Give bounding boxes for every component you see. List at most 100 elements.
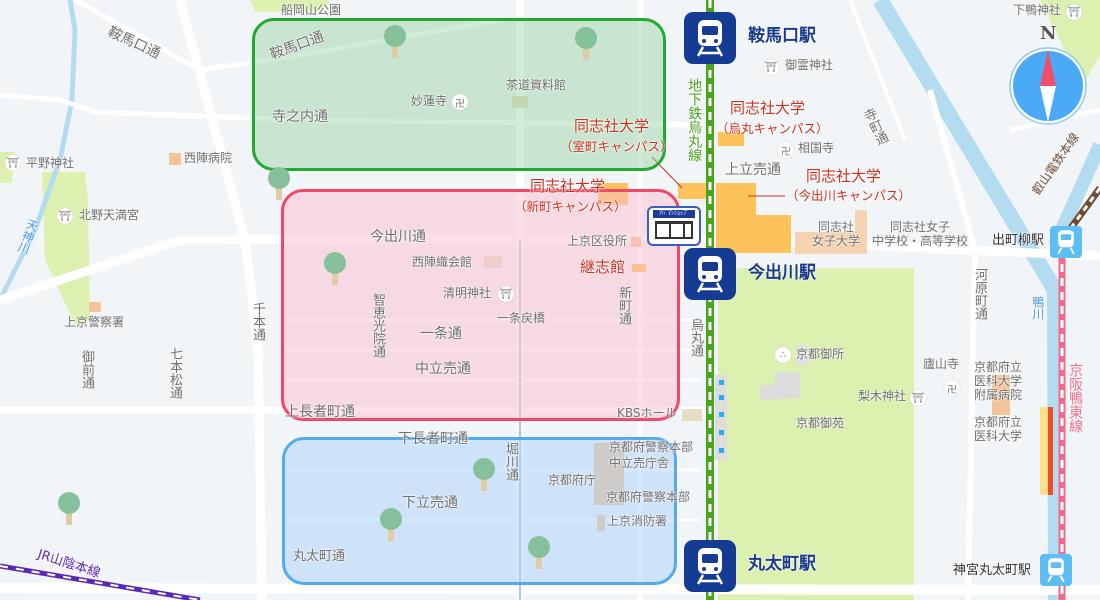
keishikan-label[interactable]: 継志館 [580, 258, 626, 276]
place-kbs-hall[interactable]: KBSホール [617, 406, 677, 420]
river-label-kamo: 鴨川 [1030, 296, 1045, 320]
place-funaokayama[interactable]: 船岡山公園 [281, 3, 342, 17]
place-seimei[interactable]: 清明神社 [443, 286, 492, 300]
kpum-hosp-line3: 附属病院 [974, 387, 1023, 402]
street-shinmachi: 新町通 [615, 286, 631, 325]
torii-icon: ⛩ [910, 390, 926, 406]
station-icon-demachiyanagi[interactable] [1050, 226, 1082, 258]
station-icon-imadegawa[interactable] [684, 248, 736, 300]
temple-icon: 卍 [778, 142, 794, 158]
street-kawaramachi: 河原町通 [971, 268, 987, 320]
place-shokokuji[interactable]: 相国寺 [798, 141, 835, 155]
street-chiekoin: 智恵光院通 [369, 293, 385, 358]
place-nishijin-hospital[interactable]: 西陣病院 [184, 151, 233, 165]
tree-icon [268, 167, 290, 200]
doshisha-karasuma-name[interactable]: 同志社大学 [730, 99, 806, 117]
station-icon-jingu-marutamachi[interactable] [1040, 554, 1072, 586]
station-label-imadegawa[interactable]: 今出川駅 [748, 263, 816, 283]
place-goryo[interactable]: 御霊神社 [785, 58, 834, 72]
doshisha-muromachi-name[interactable]: 同志社大学 [574, 117, 650, 135]
street-nakadachiuri: 中立売通 [415, 361, 471, 377]
place-kpum[interactable]: 京都府立医科大学 [974, 415, 1023, 444]
place-nakadachiuri-annex[interactable]: 中立売庁舎 [609, 456, 670, 470]
region-red[interactable] [281, 189, 680, 421]
place-fire-station[interactable]: 上京消防署 [607, 514, 668, 528]
shop-icon[interactable]: ｱﾊﾟﾏﾝｼｮｯﾌﾟ [647, 206, 701, 246]
place-kamigyo-ward[interactable]: 上京区役所 [567, 234, 628, 248]
doshisha-muromachi-campus[interactable]: （室町キャンパス） [560, 139, 673, 154]
station-label-marutamachi[interactable]: 丸太町駅 [748, 554, 816, 574]
street-shimodachiuri: 下立売通 [402, 495, 458, 511]
doshisha-imadegawa-name[interactable]: 同志社大学 [806, 167, 882, 185]
doshisha-shinmachi-name[interactable]: 同志社大学 [530, 177, 606, 195]
tree-icon [528, 536, 550, 569]
place-dwu-line1: 同志社 [818, 220, 855, 234]
tree-icon [575, 27, 597, 60]
tree-icon [473, 458, 495, 491]
station-label-jingu-marutamachi[interactable]: 神宮丸太町駅 [953, 563, 1032, 578]
place-dwhs-line2: 中学校・高等学校 [872, 233, 969, 248]
place-gosho[interactable]: 京都御所 [796, 347, 845, 361]
street-shichihonmatsu: 七本松通 [166, 347, 182, 399]
station-label-kuramaguchi[interactable]: 鞍馬口駅 [748, 26, 816, 46]
doshisha-imadegawa-campus[interactable]: （今出川キャンパス） [786, 188, 912, 203]
street-shimochojamachi: 下長者町通 [398, 431, 468, 447]
place-kamigyo-police[interactable]: 上京警察署 [64, 315, 125, 329]
place-hirano[interactable]: 平野神社 [26, 156, 75, 170]
kpum-line1: 京都府立 [974, 415, 1023, 429]
doshisha-karasuma-campus[interactable]: （烏丸キャンパス） [716, 121, 829, 136]
place-ichijo-modori[interactable]: 一条戻橋 [497, 311, 546, 325]
line-label-keihan: 京阪鴨東線 [1067, 363, 1084, 433]
place-dwhs-line1: 同志社女子 [890, 220, 951, 234]
river-kamo [873, 0, 1064, 600]
street-kamidachiuri: 上立売通 [725, 162, 781, 178]
place-dwu-line2: 女子大学 [812, 233, 861, 248]
park-shimogamo [1040, 0, 1100, 90]
station-icon-marutamachi[interactable] [684, 540, 736, 592]
torii-icon: ⛩ [57, 208, 73, 224]
street-horikawa: 堀川通 [502, 442, 518, 481]
temple-icon: 卍 [944, 380, 960, 396]
street-karasuma: 烏丸通 [687, 318, 703, 357]
place-nishijin-ori[interactable]: 西陣織会館 [412, 255, 473, 269]
place-kitano[interactable]: 北野天満宮 [79, 208, 140, 222]
place-doshisha-womens-school[interactable]: 同志社女子中学校・高等学校 [872, 220, 969, 249]
imperial-crest-icon: ∴ [775, 347, 791, 363]
park-kitano [42, 172, 90, 325]
street-senbon: 千本通 [249, 302, 265, 341]
place-gyoen[interactable]: 京都御苑 [796, 416, 845, 430]
shop-sign: ｱﾊﾟﾏﾝｼｮｯﾌﾟ [653, 210, 695, 218]
place-kpum-hospital[interactable]: 京都府立医科大学附属病院 [974, 360, 1023, 402]
line-label-karasuma: 地下鉄烏丸線 [686, 78, 703, 162]
kpum-hosp-line1: 京都府立 [974, 360, 1023, 374]
place-doshisha-womens-univ[interactable]: 同志社女子大学 [812, 220, 861, 249]
kpum-hosp-line2: 医科大学 [974, 373, 1023, 388]
torii-icon: ⛩ [498, 286, 514, 302]
place-rozanji[interactable]: 廬山寺 [923, 357, 960, 371]
station-label-demachiyanagi[interactable]: 出町柳駅 [992, 233, 1045, 248]
place-nashinoki[interactable]: 梨木神社 [858, 389, 907, 403]
river-tenjin [0, 0, 78, 302]
place-myorenji[interactable]: 妙蓮寺 [411, 94, 448, 108]
place-police-hq[interactable]: 京都府警察本部 [609, 440, 694, 454]
torii-icon: ⛩ [5, 155, 21, 171]
place-chado[interactable]: 茶道資料館 [506, 78, 567, 92]
tree-icon [324, 252, 346, 285]
tree-icon [58, 492, 80, 525]
compass-icon[interactable] [1008, 46, 1088, 126]
compass-north-label: N [1040, 23, 1057, 44]
street-teranouchi: 寺之内通 [272, 109, 328, 125]
park-funaokayama [250, 0, 330, 12]
doshisha-shinmachi-campus[interactable]: （新町キャンパス） [514, 199, 627, 214]
place-shimogamo[interactable]: 下鴨神社 [1013, 3, 1062, 17]
street-marutamachi: 丸太町通 [293, 549, 346, 564]
kpum-line2: 医科大学 [974, 428, 1023, 443]
place-police-hq-2[interactable]: 京都府警察本部 [606, 490, 691, 504]
street-imadegawa: 今出川通 [370, 229, 426, 245]
temple-icon: 卍 [452, 94, 468, 110]
street-onmae: 御前通 [78, 350, 94, 389]
place-pref-office[interactable]: 京都府庁 [548, 473, 597, 487]
station-icon-kuramaguchi[interactable] [684, 12, 736, 64]
street-ichijo: 一条通 [420, 326, 462, 342]
